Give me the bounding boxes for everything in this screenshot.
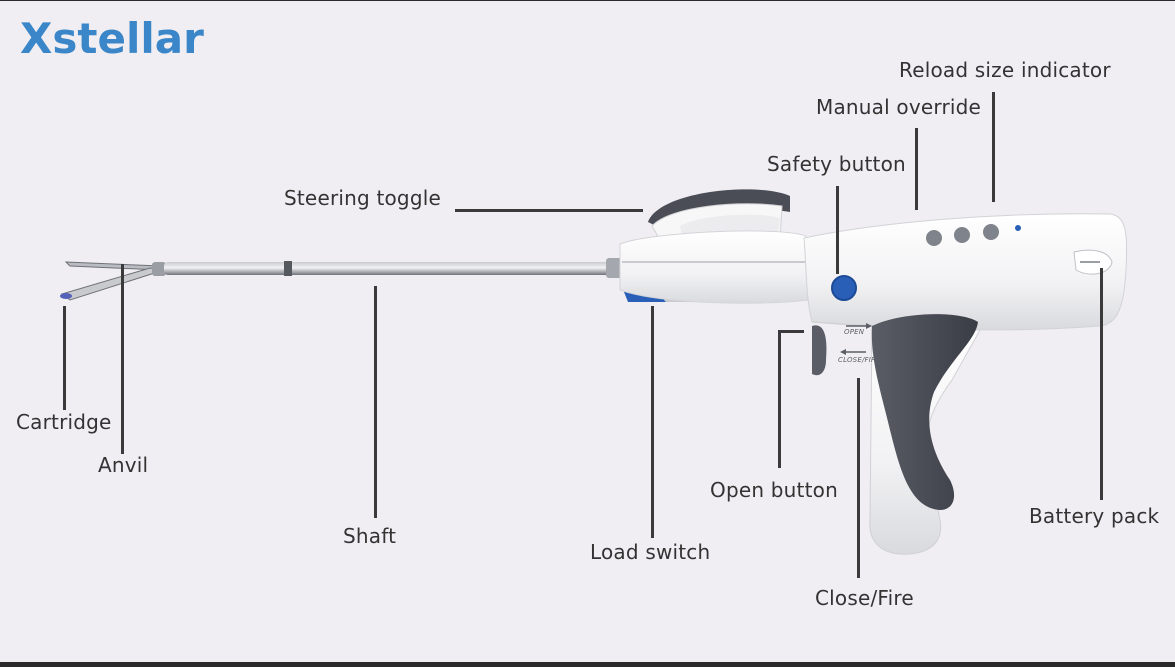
leader-safety-button: [836, 186, 839, 274]
label-close-fire: Close/Fire: [815, 586, 914, 610]
trigger-markings: [840, 323, 872, 355]
label-cartridge: Cartridge: [16, 410, 112, 434]
leader-open-button: [778, 332, 781, 468]
label-battery-pack: Battery pack: [1029, 504, 1160, 528]
leader-shaft: [374, 286, 377, 518]
leader-reload-size: [992, 92, 995, 202]
leader-open-button-tick: [778, 330, 804, 333]
nose-housing: [619, 230, 809, 304]
label-shaft: Shaft: [343, 524, 397, 548]
leader-manual-override: [915, 128, 918, 210]
shaft-tube: [164, 258, 624, 278]
label-safety-button: Safety button: [767, 152, 906, 176]
jaw-assembly: [60, 261, 166, 301]
label-steering-toggle: Steering toggle: [284, 186, 441, 210]
override-buttons: [926, 224, 1021, 246]
top-border: [0, 0, 1175, 1]
label-anvil: Anvil: [98, 453, 149, 477]
cartridge-tip: [60, 293, 72, 299]
open-marking: OPEN: [844, 328, 865, 336]
label-reload-size-indicator: Reload size indicator: [899, 58, 1111, 82]
label-manual-override: Manual override: [816, 95, 982, 119]
leader-cartridge: [63, 306, 66, 410]
label-load-switch: Load switch: [590, 540, 711, 564]
safety-button-shape: [831, 275, 857, 301]
leader-load-switch: [651, 306, 654, 538]
open-button-shape: [812, 325, 827, 376]
cartridge-jaw: [60, 267, 165, 301]
pistol-grip: [871, 314, 978, 510]
leader-anvil: [121, 264, 124, 454]
brand-logo: Xstellar: [20, 14, 204, 63]
bottom-border: [0, 662, 1175, 667]
leader-steering-toggle: [455, 209, 643, 212]
label-open-button: Open button: [710, 478, 838, 502]
leader-close-fire: [857, 378, 860, 578]
leader-battery-pack: [1100, 268, 1103, 500]
close-fire-marking: CLOSE/FIRE: [838, 356, 881, 364]
